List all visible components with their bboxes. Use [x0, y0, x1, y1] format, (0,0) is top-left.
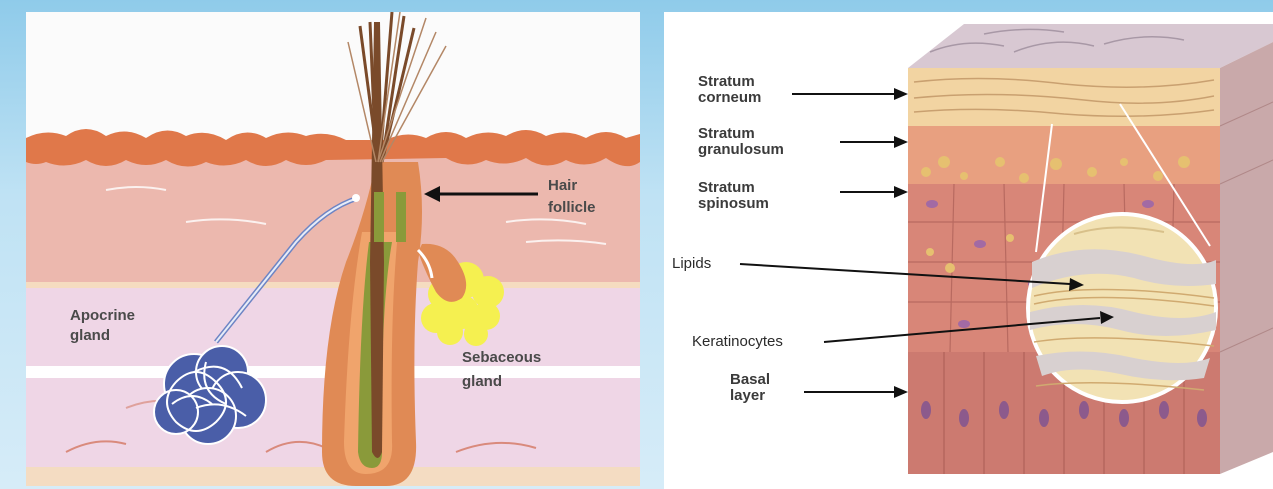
hair-follicle-diagram: Hair follicle Apocrine gland Sebaceous g…	[26, 12, 640, 486]
epidermis-layers-diagram: Stratum corneum Stratum granulosum Strat…	[664, 12, 1273, 489]
label-hair-follicle: Hair follicle	[548, 178, 596, 216]
skin-cross-section-illustration	[26, 12, 640, 486]
label-stratum-granulosum: Stratum granulosum	[698, 126, 784, 158]
label-stratum-spinosum: Stratum spinosum	[698, 180, 769, 212]
label-keratinocytes: Keratinocytes	[692, 334, 783, 350]
label-sebaceous-gland: Sebaceous gland	[462, 350, 541, 390]
label-stratum-corneum: Stratum corneum	[698, 74, 761, 106]
label-lipids: Lipids	[672, 256, 711, 272]
label-apocrine-gland: Apocrine gland	[70, 308, 135, 344]
label-basal-layer: Basal layer	[730, 372, 770, 404]
